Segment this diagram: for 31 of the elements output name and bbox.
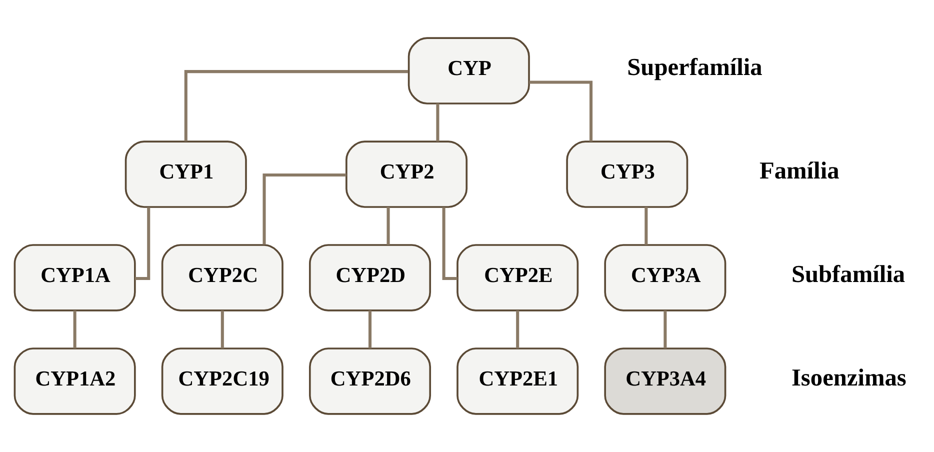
label: Superfamília [627, 54, 762, 82]
node-box: CYP2C [161, 244, 284, 312]
connector [442, 207, 458, 280]
connector [220, 310, 224, 348]
node-box: CYP [408, 37, 530, 104]
connector [262, 174, 346, 245]
node-box: CYP3 [566, 140, 688, 208]
node-box: CYP2C19 [161, 348, 284, 415]
node-box: CYP2 [346, 140, 468, 208]
node-box: CYP2D [308, 244, 432, 312]
node-box: CYP1A2 [14, 348, 136, 415]
connector [529, 80, 593, 142]
connector [368, 310, 372, 348]
label: Família [760, 158, 840, 185]
node-box: CYP3A [604, 244, 726, 312]
node-box: CYP1 [124, 140, 247, 208]
connector [386, 207, 390, 245]
node-box: CYP2D6 [308, 348, 432, 415]
node-box: CYP2E [456, 244, 579, 312]
connector [664, 310, 667, 348]
node-box: CYP1A [14, 244, 136, 312]
node-box: CYP2E1 [456, 348, 579, 415]
connector [436, 104, 440, 142]
connector [135, 207, 150, 280]
node-box: CYP3A4 [604, 348, 726, 415]
connector [73, 310, 76, 348]
connector [184, 70, 408, 142]
connector [644, 207, 648, 245]
label: Isoenzimas [791, 364, 906, 392]
label: Subfamília [791, 260, 906, 288]
connector [516, 310, 520, 348]
